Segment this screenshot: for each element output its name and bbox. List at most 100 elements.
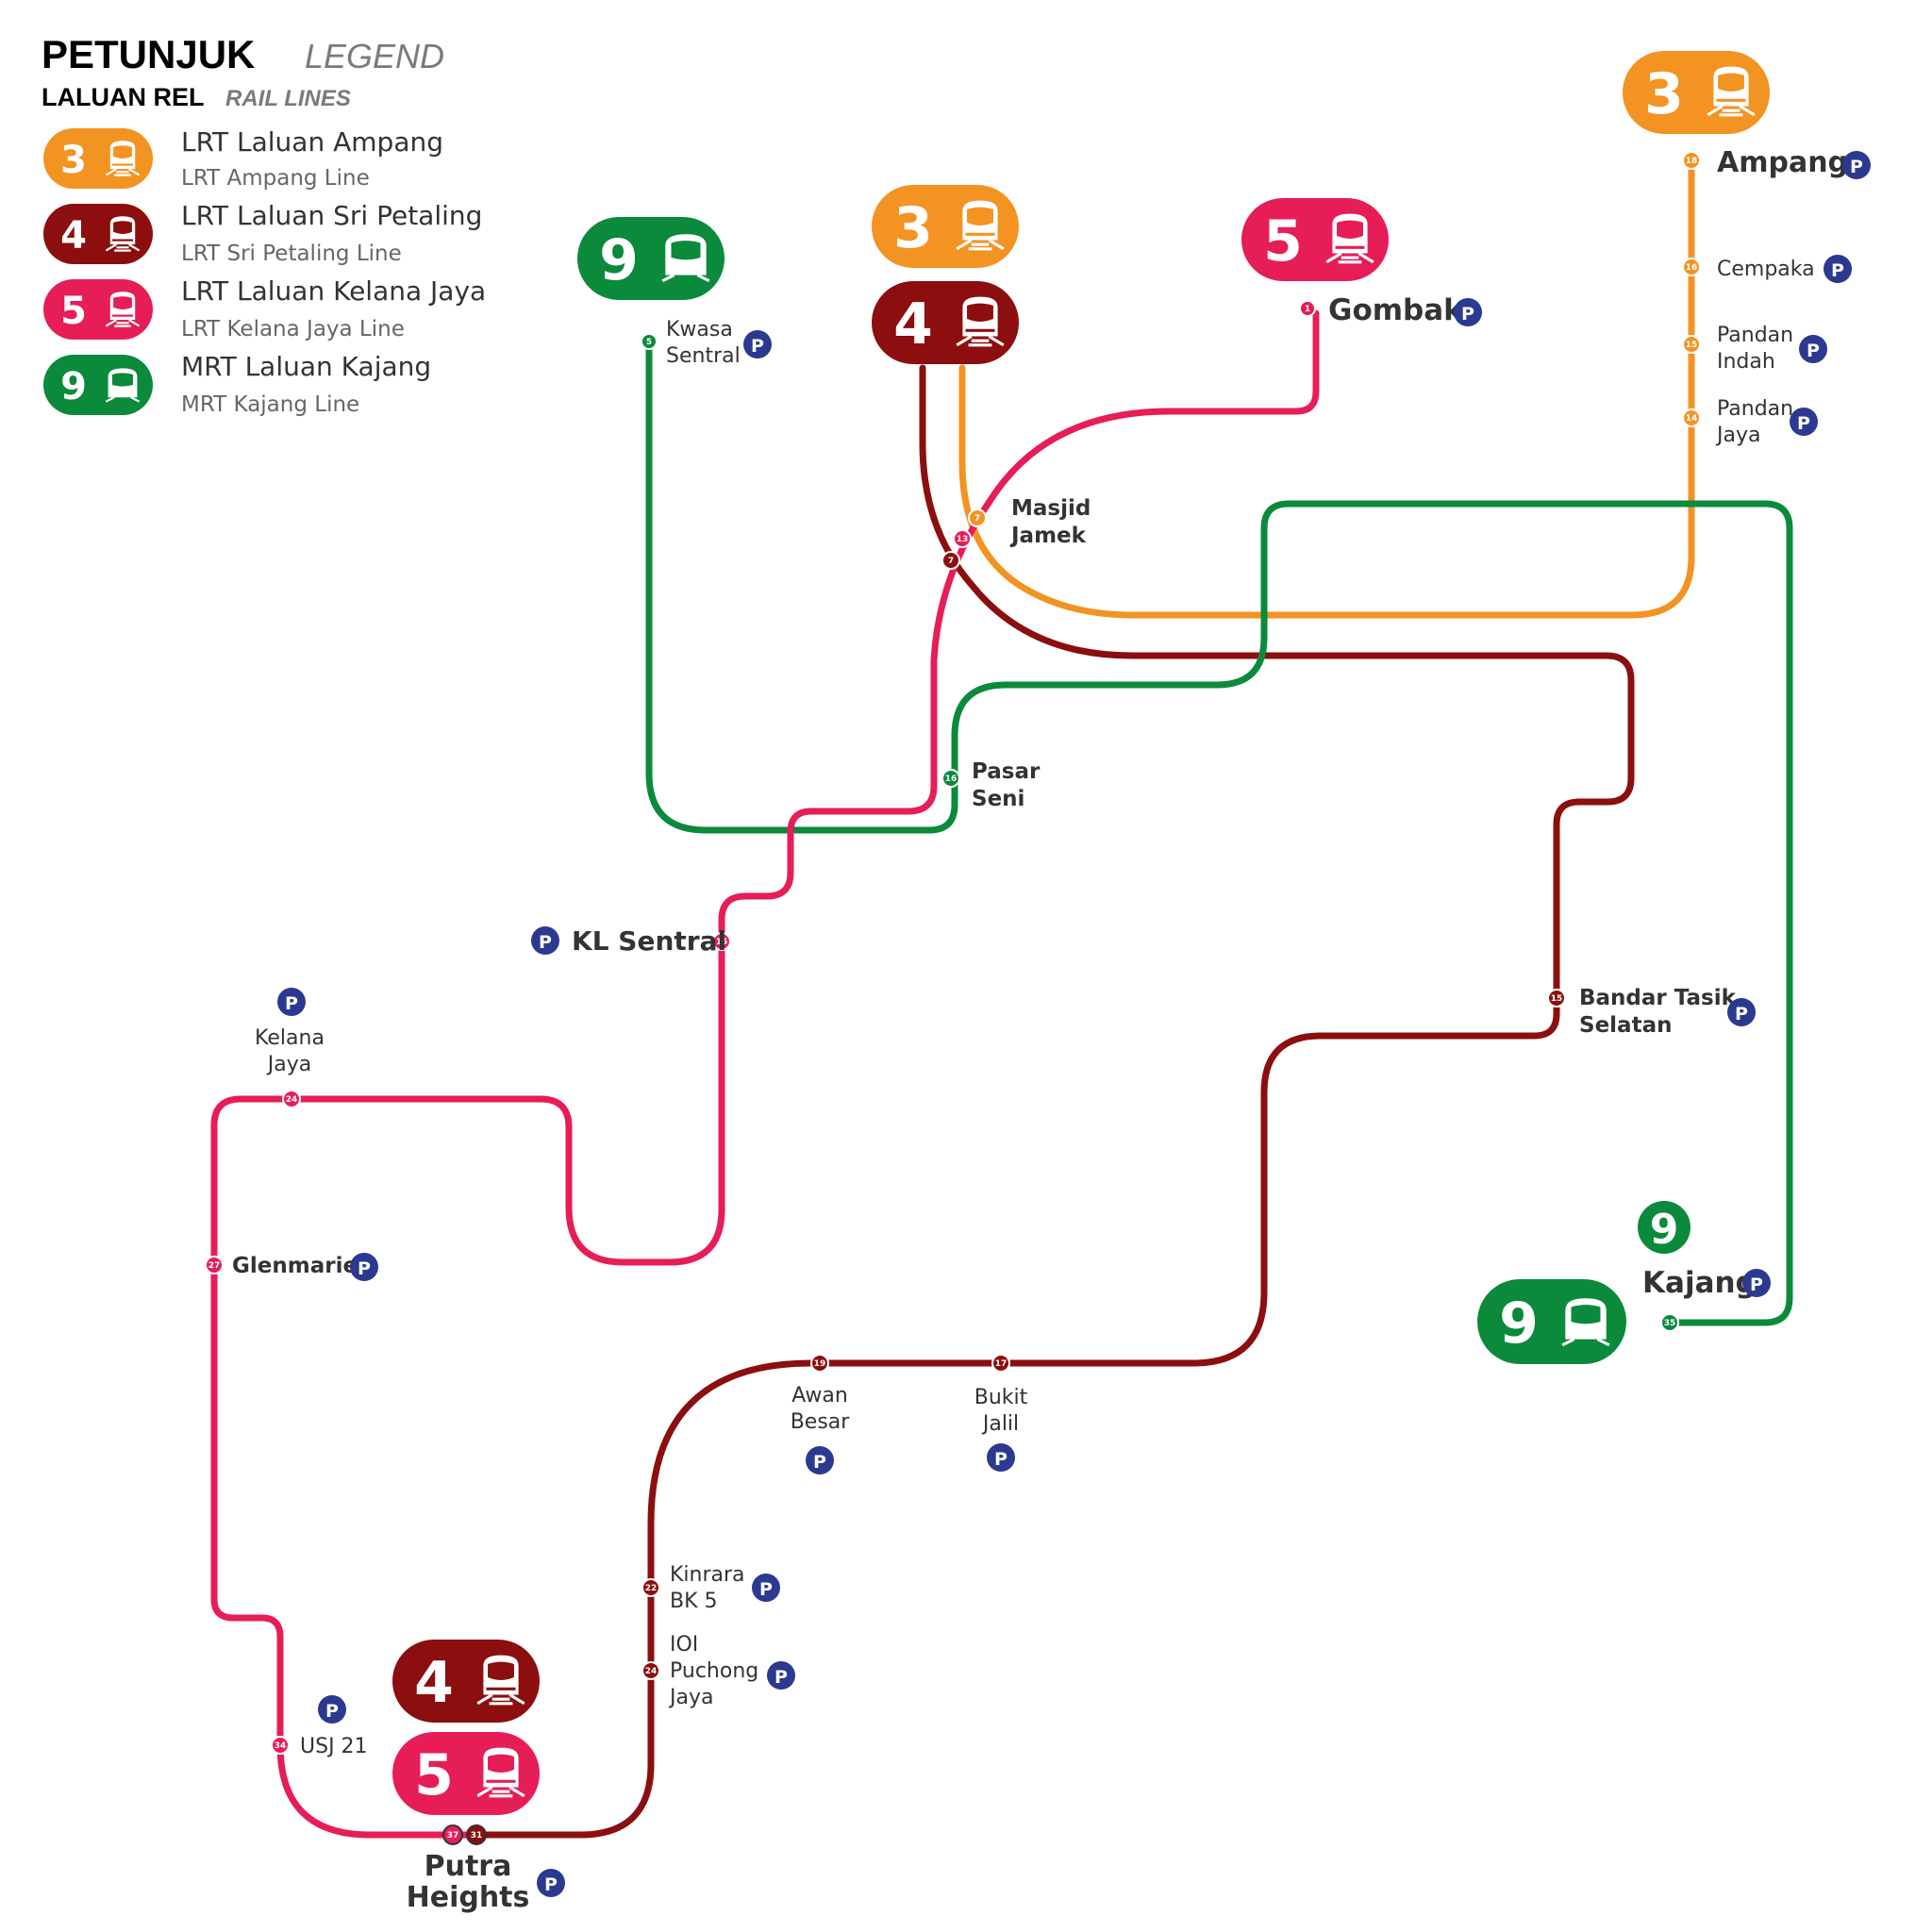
- mrt-train-icon: [105, 367, 141, 403]
- mrt-train-icon: [660, 232, 711, 283]
- mrt-train-icon: [1560, 1296, 1611, 1347]
- station-code-4: 7: [948, 557, 954, 566]
- legend-subtitle-en: RAIL LINES: [225, 86, 351, 111]
- station-code: 27: [208, 1261, 221, 1271]
- sri-petaling-line: [473, 364, 1635, 1839]
- station-code: 15: [1686, 341, 1698, 350]
- station-name-line1: Pasar: [972, 759, 1041, 784]
- badge-number: 3: [893, 195, 933, 261]
- station-code: 16: [1686, 263, 1698, 273]
- legend-item-kajang: 9 MRT Laluan Kajang MRT Kajang Line: [43, 351, 431, 417]
- station-code: 35: [1664, 1319, 1676, 1328]
- station-name-line2: Puchong: [670, 1659, 758, 1683]
- station-name-line2: Seni: [972, 787, 1024, 811]
- station-name: Glenmarie: [232, 1254, 358, 1278]
- station-bukit-jalil[interactable]: 17 Bukit Jalil P: [974, 1354, 1028, 1472]
- station-name-line2: Jamek: [1009, 524, 1087, 548]
- parking-label: P: [539, 932, 552, 953]
- station-name: Cempaka: [1717, 258, 1815, 281]
- parking-label: P: [759, 1579, 773, 1600]
- kelana-jaya-line: [210, 309, 1320, 1839]
- parking-icon: [1799, 335, 1827, 363]
- station-name-line2: BK 5: [670, 1590, 718, 1613]
- station-ioi-puchong-jaya[interactable]: 24 IOI Puchong Jaya P: [641, 1633, 795, 1709]
- station-cempaka[interactable]: 16 Cempaka P: [1682, 255, 1852, 283]
- station-kelana-jaya[interactable]: P Kelana Jaya 24: [255, 988, 325, 1108]
- line-4-number: 4: [60, 214, 87, 258]
- parking-icon: [1790, 408, 1818, 436]
- station-pasar-seni[interactable]: 16 Pasar Seni: [941, 759, 1041, 811]
- station-putra-heights[interactable]: 37 31 Putra Heights P: [407, 1824, 565, 1914]
- parking-icon: [1742, 1269, 1771, 1297]
- station-name-line1: Kelana: [255, 1026, 325, 1050]
- line-5-number: 5: [60, 290, 87, 333]
- station-name: Gombak: [1328, 293, 1464, 327]
- badge-number: 9: [599, 227, 639, 293]
- station-name-line1: Bandar Tasik: [1579, 986, 1737, 1010]
- badge-number: 5: [414, 1742, 454, 1808]
- station-code: 16: [945, 774, 958, 784]
- station-name: Kajang: [1642, 1266, 1757, 1300]
- legend-item-sri-petaling: 4 LRT Laluan Sri Petaling LRT Sri Petali…: [43, 200, 482, 266]
- parking-label: P: [285, 993, 298, 1014]
- station-code: 19: [814, 1359, 826, 1369]
- parking-icon: [743, 330, 772, 358]
- station-code: 15: [1551, 994, 1563, 1004]
- station-glenmarie[interactable]: 27 Glenmarie P: [205, 1253, 378, 1281]
- parking-icon: [987, 1443, 1015, 1472]
- station-code: 1: [1305, 305, 1310, 314]
- station-code: 22: [645, 1584, 658, 1593]
- station-kwasa-sentral[interactable]: 5 Kwasa Sentral P: [641, 318, 772, 368]
- kwasa-badge: 9: [577, 217, 724, 300]
- station-bandar-tasik-selatan[interactable]: 15 Bandar Tasik Selatan P: [1547, 986, 1756, 1038]
- putra-badge-line-4: 4: [392, 1640, 540, 1723]
- hub-badge-line-3: 3: [872, 185, 1019, 268]
- legend-line-name-en: LRT Ampang Line: [181, 166, 370, 191]
- parking-icon: [318, 1695, 346, 1724]
- station-code-5: 37: [447, 1831, 459, 1840]
- legend: PETUNJUK LEGEND LALUAN REL RAIL LINES 3 …: [42, 32, 486, 417]
- station-name: KL Sentral: [572, 925, 726, 957]
- station-code-3: 7: [974, 514, 980, 524]
- station-pandan-jaya[interactable]: 14 Pandan Jaya P: [1682, 397, 1818, 447]
- station-code-5: 13: [957, 535, 969, 544]
- parking-label: P: [774, 1667, 788, 1688]
- station-masjid-jamek[interactable]: 7 13 7 Masjid Jamek: [941, 496, 1091, 570]
- parking-icon: [277, 988, 306, 1016]
- parking-label: P: [544, 1874, 558, 1895]
- legend-line-name: LRT Laluan Kelana Jaya: [181, 275, 486, 307]
- station-name-line1: IOI: [670, 1633, 698, 1657]
- badge-number: 5: [1263, 208, 1303, 275]
- station-gombak[interactable]: 1 Gombak P: [1299, 293, 1482, 327]
- station-ampang[interactable]: 18 Ampang P: [1682, 146, 1871, 179]
- legend-title-en: LEGEND: [305, 37, 444, 75]
- station-kl-sentral[interactable]: 15 P KL Sentral: [531, 925, 731, 957]
- station-name-line1: Pandan: [1717, 324, 1793, 347]
- station-name-line2: Selatan: [1579, 1013, 1672, 1038]
- station-code: 14: [1686, 414, 1698, 424]
- legend-line-name-en: MRT Kajang Line: [181, 392, 359, 417]
- station-code: 24: [645, 1667, 658, 1676]
- parking-icon: [752, 1574, 780, 1602]
- station-code: 17: [995, 1359, 1008, 1369]
- parking-icon: [1824, 255, 1852, 283]
- station-pandan-indah[interactable]: 15 Pandan Indah P: [1682, 324, 1827, 374]
- parking-label: P: [1831, 260, 1844, 281]
- station-name-line1: Putra: [425, 1850, 512, 1883]
- station-kajang[interactable]: Kajang P 35: [1642, 1266, 1771, 1332]
- parking-label: P: [325, 1701, 339, 1722]
- station-name-line1: Awan: [791, 1384, 848, 1407]
- line-9-number: 9: [60, 365, 87, 408]
- parking-label: P: [994, 1449, 1008, 1470]
- parking-label: P: [1807, 341, 1820, 361]
- parking-icon: [1727, 998, 1756, 1026]
- kajang-line: [645, 338, 1793, 1326]
- station-usj21[interactable]: P 34 USJ 21: [271, 1695, 368, 1758]
- legend-title: PETUNJUK: [42, 32, 255, 76]
- station-kinrara-bk5[interactable]: 22 Kinrara BK 5 P: [641, 1563, 780, 1613]
- parking-label: P: [1461, 304, 1474, 325]
- station-awan-besar[interactable]: 19 Awan Besar P: [791, 1354, 851, 1474]
- parking-icon: [806, 1446, 834, 1474]
- parking-label: P: [1750, 1274, 1763, 1295]
